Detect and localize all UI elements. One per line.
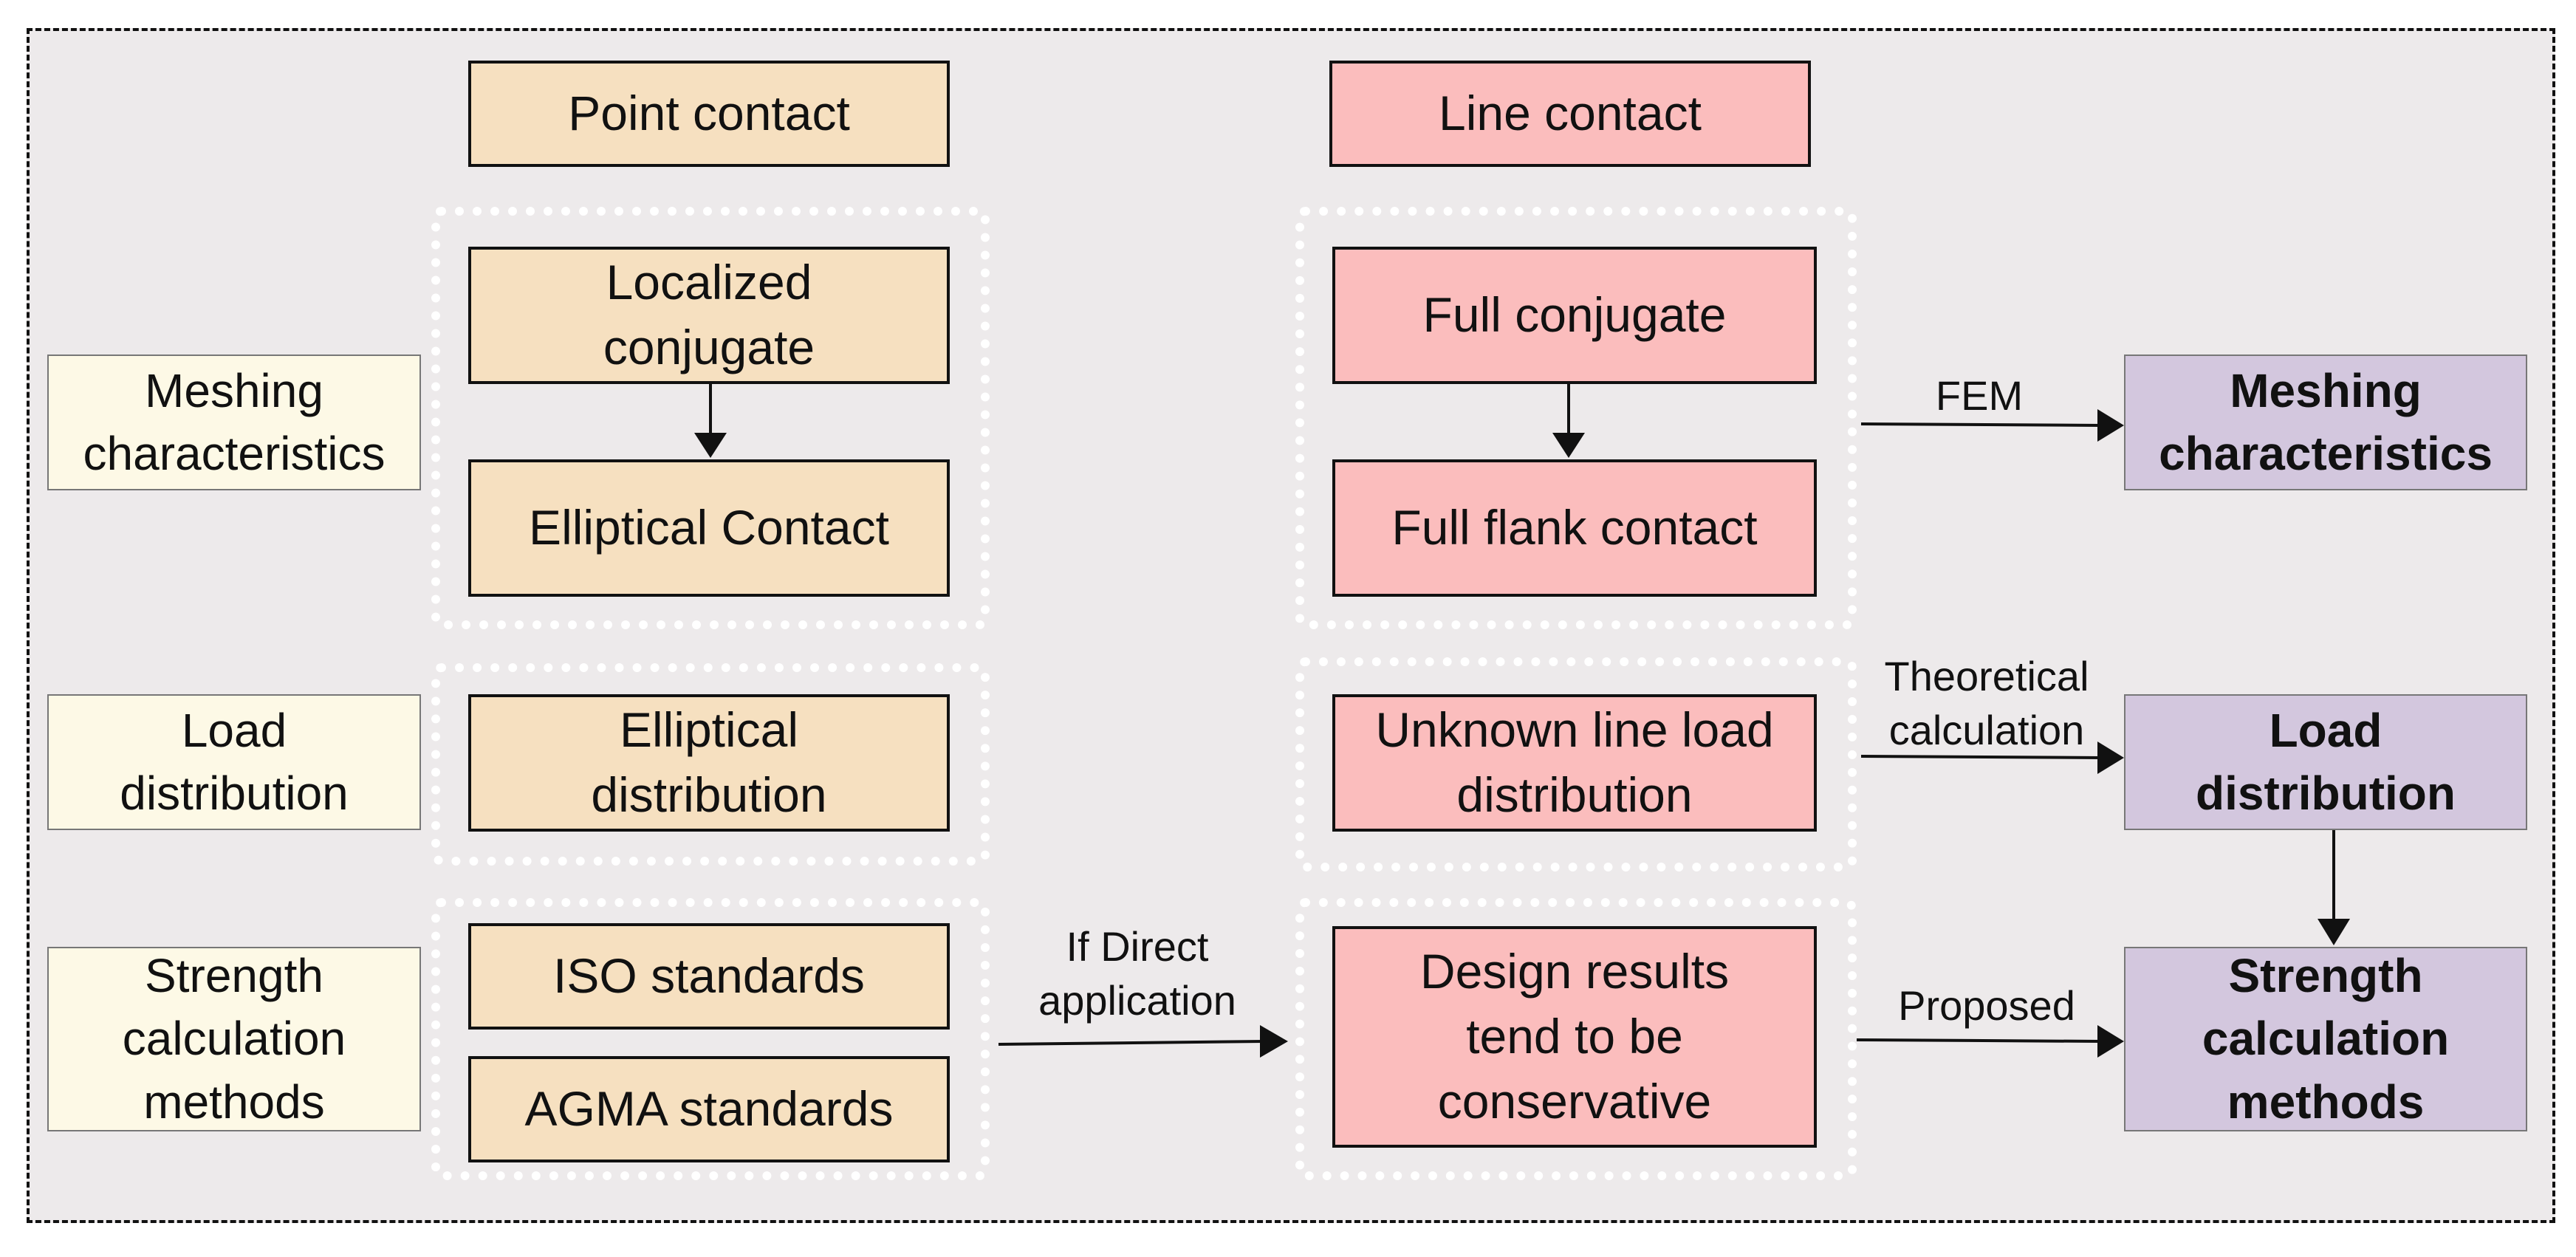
result-load-box: Load distribution: [2124, 694, 2527, 830]
elliptical-contact-box: Elliptical Contact: [468, 459, 950, 597]
label-fem: FEM: [1935, 372, 2024, 419]
row-label-meshing: Meshing characteristics: [47, 355, 421, 490]
arrow-fem: [1860, 409, 2124, 442]
arrow-proposed: [1856, 1025, 2124, 1058]
point-strength-group: [431, 898, 990, 1180]
arrow-load-to-strength: [2318, 830, 2350, 945]
agma-standards-box: AGMA standards: [468, 1056, 950, 1162]
label-if-direct-application: If Direct application: [1038, 923, 1236, 1024]
arrow-theoretical: [1860, 741, 2124, 774]
line-strength-group: [1295, 898, 1857, 1180]
iso-standards-box: ISO standards: [468, 923, 950, 1030]
arrow-localized-to-elliptical: [694, 384, 727, 458]
result-meshing-box: Meshing characteristics: [2124, 355, 2527, 490]
label-proposed: Proposed: [1898, 982, 2075, 1029]
line-contact-header: Line contact: [1329, 61, 1811, 167]
result-strength-box: Strength calculation methods: [2124, 947, 2527, 1131]
line-meshing-group: [1295, 207, 1857, 629]
design-results-box: Design results tend to be conservative: [1332, 926, 1817, 1148]
full-flank-contact-box: Full flank contact: [1332, 459, 1817, 597]
localized-conjugate-box: Localized conjugate: [468, 247, 950, 384]
full-conjugate-box: Full conjugate: [1332, 247, 1817, 384]
point-contact-header: Point contact: [468, 61, 950, 167]
row-label-strength: Strength calculation methods: [47, 947, 421, 1131]
line-load-group: [1295, 657, 1857, 871]
elliptical-distribution-box: Elliptical distribution: [468, 694, 950, 832]
row-label-load: Load distribution: [47, 694, 421, 830]
unknown-line-load-box: Unknown line load distribution: [1332, 694, 1817, 832]
arrow-if-direct: [998, 1025, 1288, 1058]
point-meshing-group: [431, 207, 990, 629]
label-theoretical-calculation: Theoretical calculation: [1884, 653, 2089, 753]
point-load-group: [431, 663, 990, 866]
arrow-full-conjugate-to-flank: [1552, 384, 1585, 458]
